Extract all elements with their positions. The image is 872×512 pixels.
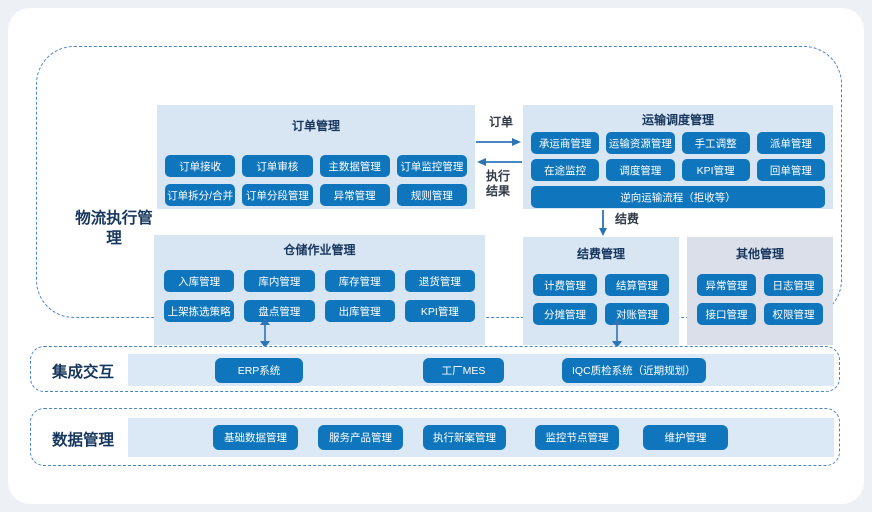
panel-warehouse-title: 仓储作业管理 [283,243,356,257]
module-chip: 派单管理 [756,132,825,154]
system-chip-iqc: IQC质检系统（近期规划） [562,358,706,383]
system-chip-mes: 工厂MES [423,358,504,383]
order-flow-label: 订单 [488,115,513,129]
panel-other-title: 其他管理 [735,247,784,261]
module-chip: 入库管理 [164,270,235,292]
module-chip: 订单分段管理 [242,184,313,206]
panel-transport-dispatch: 运输调度管理 承运商管理 运输资源管理 手工调整 派单管理 在途监控 调度管理 … [523,105,833,209]
panel-transport-title: 运输调度管理 [641,113,714,127]
panel-order-management: 订单管理 订单接收 订单审核 主数据管理 订单监控管理 订单拆分/合并 订单分段… [157,105,475,209]
integration-strip: ERP系统 工厂MES IQC质检系统（近期规划） [128,354,834,386]
data-chip: 基础数据管理 [213,425,298,450]
module-chip: 盘点管理 [244,300,315,322]
data-chip: 维护管理 [643,425,728,450]
module-chip: 日志管理 [764,274,823,296]
module-chip: 计费管理 [533,274,597,296]
panel-order-title: 订单管理 [291,119,340,133]
panel-settlement: 结费管理 计费管理 结算管理 分摊管理 对账管理 [523,237,679,345]
warehouse-button-grid: 入库管理 库内管理 库存管理 退货管理 上架拣选策略 盘点管理 出库管理 KPI… [164,270,475,323]
panel-warehouse-operations: 仓储作业管理 入库管理 库内管理 库存管理 退货管理 上架拣选策略 盘点管理 出… [154,235,485,345]
module-chip: 运输资源管理 [606,132,675,154]
module-chip: 手工调整 [681,132,750,154]
order-button-grid: 订单接收 订单审核 主数据管理 订单监控管理 订单拆分/合并 订单分段管理 异常… [165,155,467,206]
module-chip: 规则管理 [396,184,467,206]
module-chip: 上架拣选策略 [164,300,235,322]
module-chip: 订单拆分/合并 [165,184,236,206]
other-button-grid: 异常管理 日志管理 接口管理 权限管理 [697,274,823,326]
module-chip: 接口管理 [697,303,756,325]
module-chip: 分摊管理 [533,303,597,325]
module-chip: 退货管理 [404,270,475,292]
module-chip: 出库管理 [324,300,395,322]
module-chip: KPI管理 [681,159,750,181]
data-chip: 服务产品管理 [318,425,403,450]
logistics-execution-label: 物流执行管理 [75,210,153,247]
data-management-strip: 基础数据管理 服务产品管理 执行新案管理 监控节点管理 维护管理 [128,418,834,457]
double-arrow-icon [260,318,270,348]
module-chip: 在途监控 [531,159,600,181]
diagram-card: 物流执行管理 订单管理 订单接收 订单审核 主数据管理 订单监控管理 订单拆分/… [8,8,864,504]
module-chip: 权限管理 [764,303,823,325]
reverse-transport-chip: 逆向运输流程（拒收等） [531,186,825,208]
module-chip: 异常管理 [697,274,756,296]
module-chip: KPI管理 [404,300,475,322]
double-arrow-icon [612,318,622,348]
data-chip: 监控节点管理 [535,425,619,450]
module-chip: 库内管理 [244,270,315,292]
module-chip: 订单监控管理 [396,155,467,177]
module-chip: 异常管理 [319,184,390,206]
module-chip: 对账管理 [605,303,669,325]
module-chip: 结算管理 [605,274,669,296]
arrow-left-icon [477,158,522,166]
integration-label: 集成交互 [52,364,115,381]
transport-button-grid: 承运商管理 运输资源管理 手工调整 派单管理 在途监控 调度管理 KPI管理 回… [531,132,825,208]
data-chip: 执行新案管理 [423,425,506,450]
module-chip: 承运商管理 [531,132,600,154]
data-management-label: 数据管理 [52,432,115,449]
settle-flow-label: 结费 [615,212,640,226]
module-chip: 回单管理 [756,159,825,181]
module-chip: 订单接收 [165,155,236,177]
module-chip: 库存管理 [324,270,395,292]
execution-result-flow-label: 执行结果 [485,169,510,198]
settlement-button-grid: 计费管理 结算管理 分摊管理 对账管理 [533,274,669,326]
arrow-right-icon [476,138,521,146]
logistics-execution-container: 物流执行管理 订单管理 订单接收 订单审核 主数据管理 订单监控管理 订单拆分/… [36,46,842,345]
module-chip: 主数据管理 [319,155,390,177]
panel-settlement-title: 结费管理 [576,247,625,261]
module-chip: 订单审核 [242,155,313,177]
module-chip: 调度管理 [606,159,675,181]
panel-other-management: 其他管理 异常管理 日志管理 接口管理 权限管理 [687,237,833,345]
arrow-down-icon [599,210,607,236]
system-chip-erp: ERP系统 [215,358,303,383]
